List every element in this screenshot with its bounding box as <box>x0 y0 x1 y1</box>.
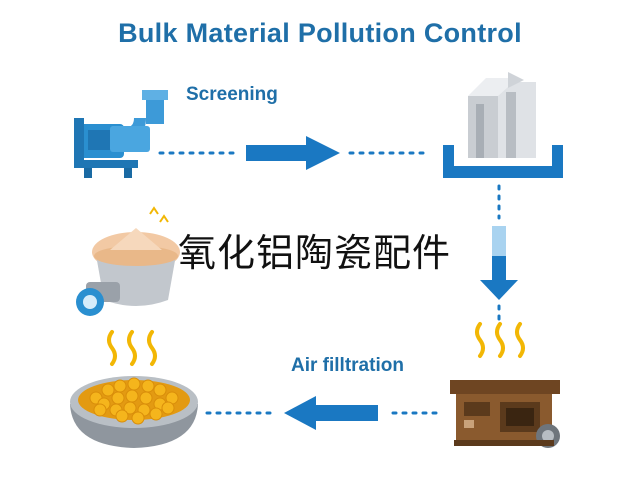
diagram-title: Bulk Material Pollution Control <box>118 18 522 48</box>
air-filtration-label: Air filltration <box>291 355 404 376</box>
pump-icon <box>74 90 168 178</box>
screening-label: Screening <box>186 84 278 105</box>
watermark-text: 氧化铝陶瓷配件 <box>178 231 452 275</box>
hopper-icon <box>76 206 180 316</box>
pellet-bowl-icon <box>70 330 198 448</box>
tank-icon <box>443 72 563 178</box>
flow-arrow-right <box>480 184 518 324</box>
flow-arrow-top <box>158 136 432 170</box>
flow-arrow-bottom <box>204 396 438 430</box>
furnace-icon <box>450 322 560 448</box>
